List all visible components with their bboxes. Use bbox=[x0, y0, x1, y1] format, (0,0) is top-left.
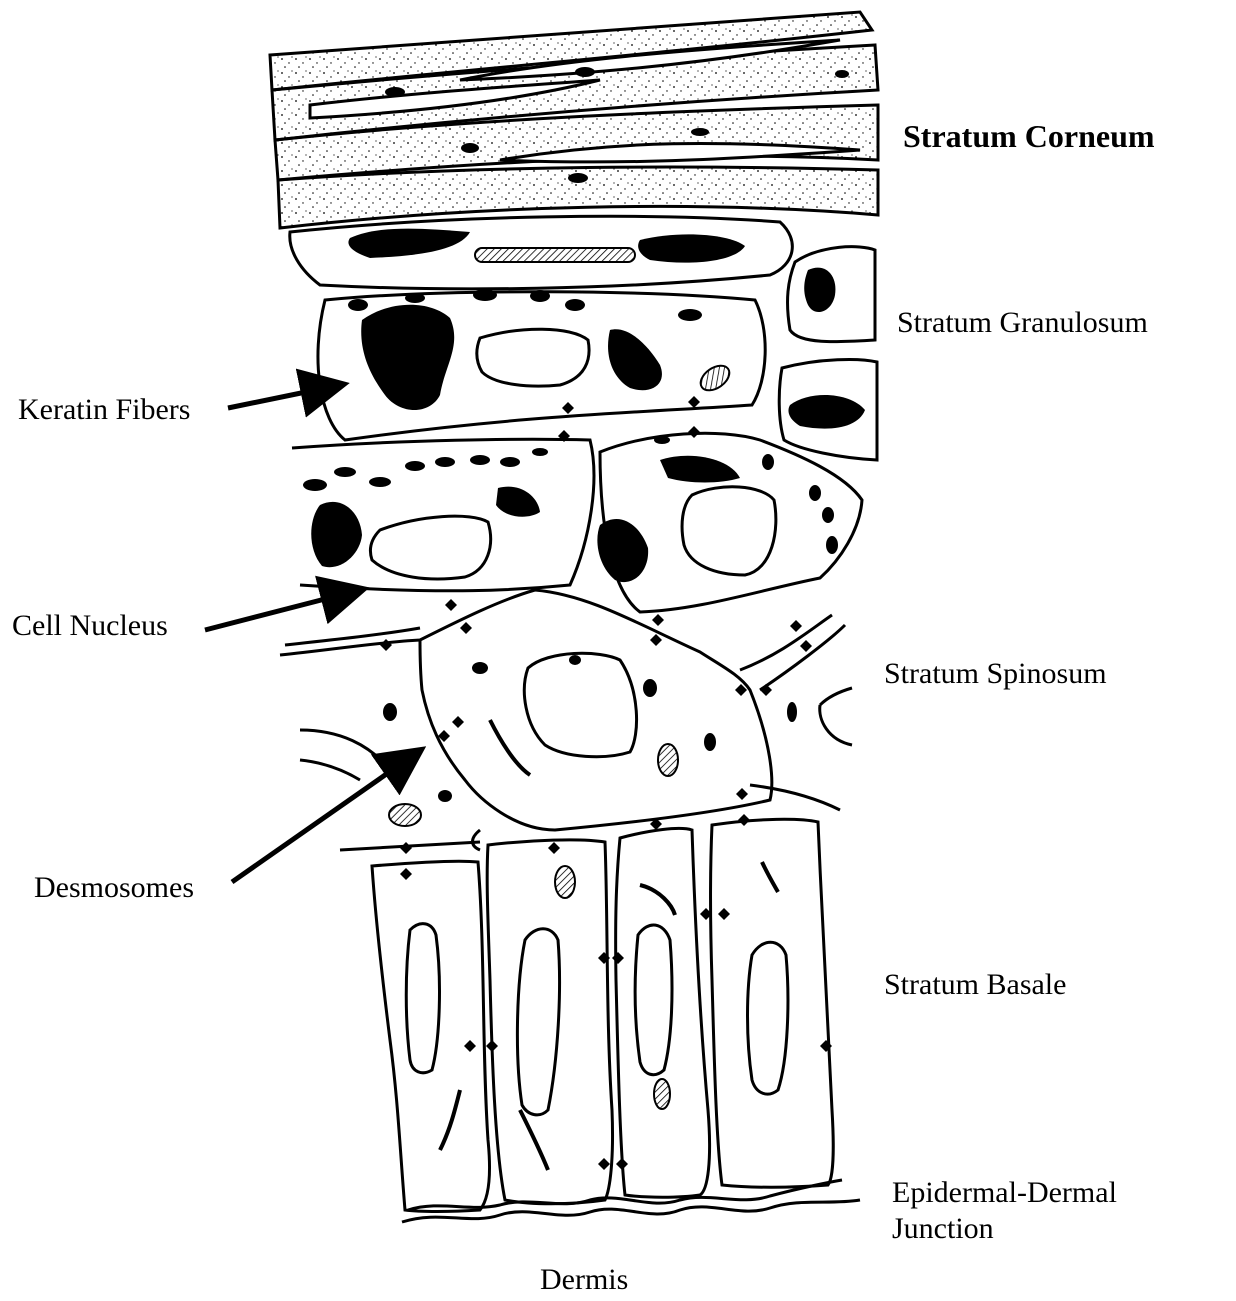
label-keratin-fibers: Keratin Fibers bbox=[18, 392, 190, 428]
stratum-basale-layer bbox=[372, 819, 860, 1222]
label-stratum-granulosum: Stratum Granulosum bbox=[897, 305, 1148, 341]
label-desmosomes: Desmosomes bbox=[34, 870, 194, 906]
nucleus-arrow bbox=[205, 590, 360, 630]
label-dermis: Dermis bbox=[540, 1262, 628, 1298]
label-epidermal-dermal-junction: Epidermal-Dermal Junction bbox=[892, 1175, 1192, 1247]
spinosum-granules bbox=[383, 655, 797, 802]
label-stratum-corneum: Stratum Corneum bbox=[903, 118, 1155, 154]
stratum-spinosum-layer bbox=[280, 590, 852, 850]
stratum-corneum-layer bbox=[270, 12, 878, 228]
desmosome-marks bbox=[380, 396, 832, 1170]
stratum-granulosum-layer bbox=[290, 216, 877, 612]
label-stratum-basale: Stratum Basale bbox=[884, 967, 1066, 1003]
label-stratum-spinosum: Stratum Spinosum bbox=[884, 656, 1107, 692]
label-cell-nucleus: Cell Nucleus bbox=[12, 608, 168, 644]
